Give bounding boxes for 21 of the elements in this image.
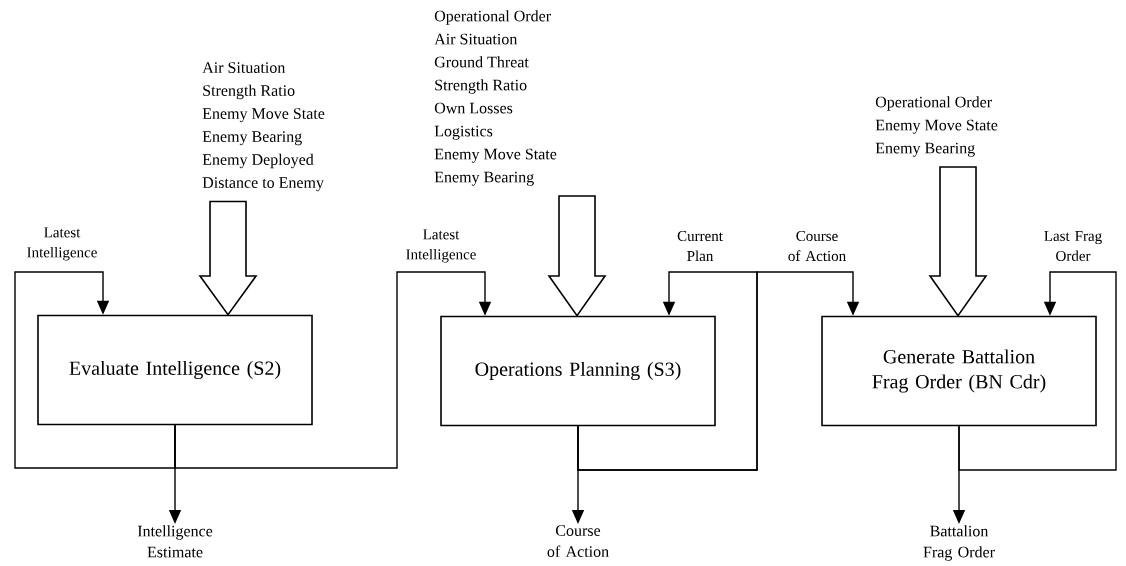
arrow (14, 271, 176, 469)
process-box: Generate Battalion Frag Order (BN Cdr) (821, 315, 1097, 427)
output-label: Battalion Frag Order (923, 525, 995, 561)
input-list: Operational Order Air Situation Ground Threat Strength Ratio Own Losses Logistics Enemy Move State Enemy Bearing (434, 10, 557, 186)
block-arrow (198, 200, 258, 317)
input-list: Operational Order Enemy Move State Enemy Bearing (875, 96, 998, 157)
edge-label: Last Frag Order (1036, 230, 1110, 262)
edge-label: Course of Action (780, 229, 854, 263)
output-label: Course of Action (547, 525, 609, 557)
arrow (577, 271, 860, 471)
input-list: Air Situation Strength Ratio Enemy Move State Enemy Bearing Enemy Deployed Distance to Enemy (202, 62, 325, 192)
arrow (958, 271, 1117, 471)
edge-label: Current Plan (663, 229, 737, 263)
arrow (174, 271, 492, 469)
process-box: Evaluate Intelligence (S2) (37, 314, 313, 426)
process-box: Operations Planning (S3) (440, 315, 716, 427)
block-arrow (547, 195, 607, 318)
edge-label: Latest Intelligence (404, 228, 478, 264)
edge-label: Latest Intelligence (25, 226, 99, 262)
output-label: Intelligence Estimate (137, 525, 213, 558)
block-arrow (928, 166, 988, 318)
